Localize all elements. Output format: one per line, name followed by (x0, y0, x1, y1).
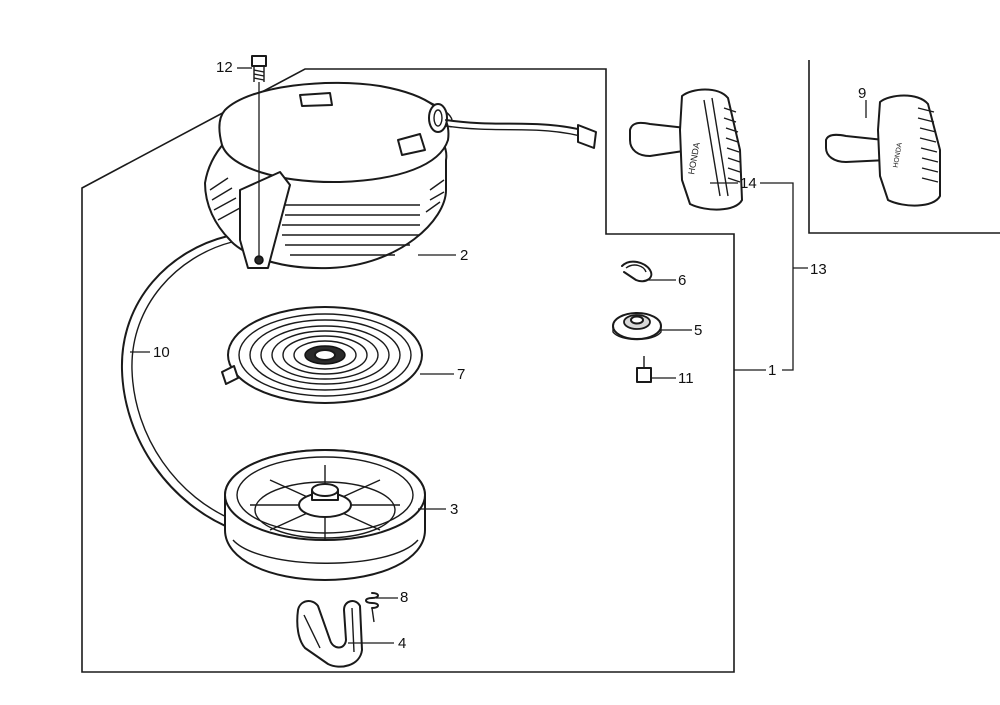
flange-bolt (251, 55, 267, 82)
starter-case (204, 81, 597, 270)
ratchet-spring (365, 592, 379, 623)
label-part-14: 14 (740, 175, 757, 192)
label-part-5: 5 (694, 322, 703, 339)
friction-clip (621, 260, 653, 283)
label-part-1: 1 (768, 362, 777, 379)
starter-grip: HONDA (629, 88, 743, 211)
label-part-8: 8 (400, 589, 409, 606)
label-part-11: 11 (678, 370, 694, 387)
label-part-2: 2 (460, 247, 469, 264)
label-part-10: 10 (153, 344, 170, 361)
label-part-12: 12 (216, 59, 233, 76)
label-part-4: 4 (398, 635, 407, 652)
ratchet (296, 600, 363, 668)
label-part-7: 7 (457, 366, 466, 383)
optional-starter-grip: HONDA (825, 94, 941, 207)
assembly-frame (81, 68, 735, 673)
label-part-3: 3 (450, 501, 459, 518)
starter-rope (120, 235, 236, 531)
optional-grip-brand-text: HONDA (893, 142, 904, 168)
leader-lines (130, 67, 867, 644)
starter-rope-inner (131, 241, 239, 523)
friction-plate (612, 312, 662, 341)
recoil-reel (224, 449, 426, 581)
label-part-9: 9 (858, 85, 867, 102)
label-part-13: 13 (810, 261, 827, 278)
recoil-spring (221, 306, 423, 404)
set-bolt (636, 356, 652, 383)
option-frame (808, 60, 1000, 234)
label-part-6: 6 (678, 272, 687, 289)
